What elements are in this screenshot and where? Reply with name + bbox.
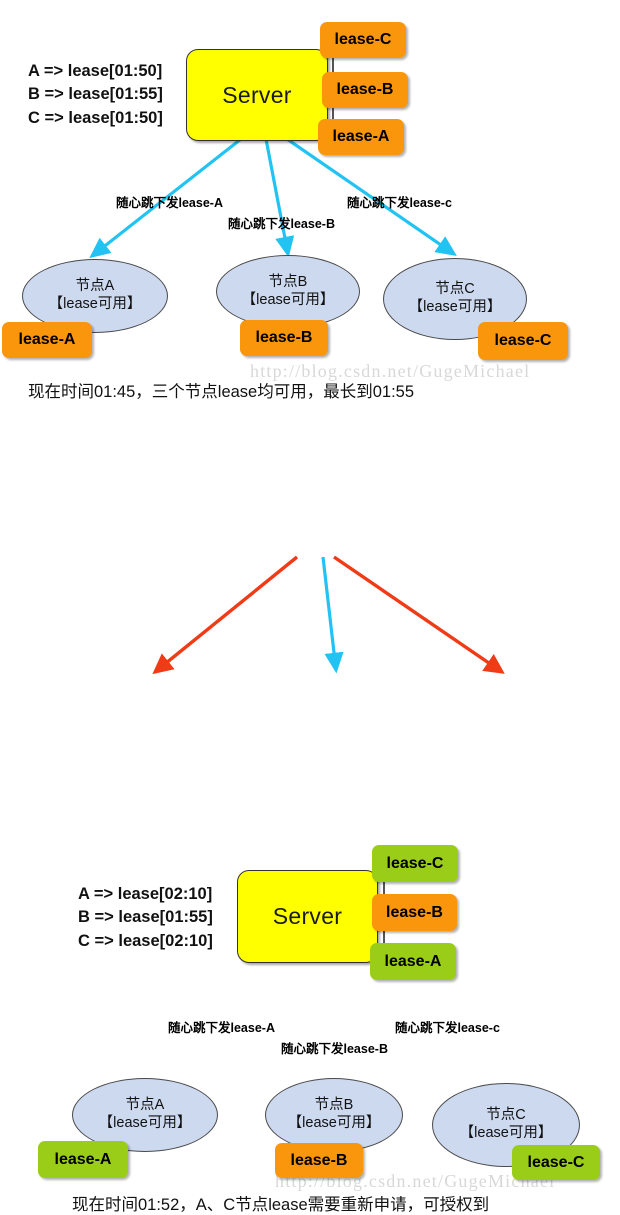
- node-c-title: 节点C: [435, 281, 475, 298]
- server-box[interactable]: Server: [237, 870, 378, 963]
- server-chip-lease-a[interactable]: lease-A: [370, 943, 456, 980]
- caption-1: 现在时间01:45，三个节点lease均可用，最长到01:55: [28, 383, 415, 401]
- node-c-title: 节点C: [486, 1107, 526, 1124]
- spec-line-c: C => lease[01:50]: [28, 108, 163, 127]
- edge-label-lease-a: 随心跳下发lease-A: [168, 1021, 275, 1035]
- node-b-chip[interactable]: lease-B: [275, 1143, 363, 1178]
- server-chip-lease-b[interactable]: lease-B: [372, 894, 457, 931]
- node-b-status: 【lease可用】: [287, 1115, 381, 1131]
- server-chip-lease-b[interactable]: lease-B: [322, 72, 408, 108]
- spec-line-b: B => lease[01:55]: [78, 908, 213, 927]
- node-c-status: 【lease可用】: [408, 299, 502, 315]
- edge-label-lease-b: 随心跳下发lease-B: [228, 217, 335, 231]
- node-a-status: 【lease可用】: [98, 1115, 192, 1131]
- node-b-title: 节点B: [314, 1097, 354, 1114]
- node-a-chip[interactable]: lease-A: [38, 1141, 128, 1178]
- server-label: Server: [272, 903, 343, 929]
- server-chip-lease-c-label: lease-C: [334, 31, 392, 48]
- spec-line-a: A => lease[02:10]: [78, 885, 213, 903]
- node-c-status: 【lease可用】: [459, 1125, 553, 1141]
- node-a-status: 【lease可用】: [48, 296, 142, 312]
- node-c-chip-label: lease-C: [527, 1153, 585, 1171]
- edge-label-lease-c: 随心跳下发lease-c: [395, 1021, 500, 1035]
- node-a-chip-label: lease-A: [18, 331, 76, 348]
- edge-label-lease-b: 随心跳下发lease-B: [281, 1042, 388, 1056]
- node-b[interactable]: 节点B 【lease可用】: [265, 1078, 403, 1152]
- node-a[interactable]: 节点A 【lease可用】: [22, 259, 168, 333]
- diagram1-arrows: [89, 137, 457, 259]
- server-chip-lease-a-label: lease-A: [332, 128, 390, 145]
- node-a-title: 节点A: [75, 278, 115, 295]
- node-b-status: 【lease可用】: [241, 291, 335, 308]
- node-b[interactable]: 节点B 【lease可用】: [216, 255, 360, 328]
- lease-diagram-before: A => lease[01:50] B => lease[01:55] C =>…: [0, 0, 620, 410]
- lease-spec-list: A => lease[01:50] B => lease[01:55] C =>…: [28, 60, 163, 130]
- diagram2-arrows: [152, 555, 505, 675]
- spec-line-c: C => lease[02:10]: [78, 931, 213, 950]
- server-chip-lease-c[interactable]: lease-C: [372, 845, 458, 882]
- edge-label-lease-c: 随心跳下发lease-c: [347, 196, 452, 210]
- arrow-server-to-nodeA: [152, 555, 299, 675]
- edge-label-lease-a: 随心跳下发lease-A: [116, 196, 223, 210]
- node-c-chip-label: lease-C: [494, 332, 552, 349]
- server-chip-lease-a-label: lease-A: [384, 952, 442, 970]
- arrow-server-to-nodeC: [333, 555, 505, 674]
- node-c-chip[interactable]: lease-C: [512, 1145, 600, 1180]
- node-b-chip-label: lease-B: [255, 329, 313, 346]
- node-b-title: 节点B: [268, 273, 308, 290]
- server-chip-lease-b-label: lease-B: [386, 903, 443, 921]
- server-box[interactable]: Server: [186, 49, 328, 141]
- node-c-chip[interactable]: lease-C: [478, 322, 568, 360]
- spec-line-b: B => lease[01:55]: [28, 85, 163, 104]
- spec-line-a: A => lease[01:50]: [28, 62, 163, 80]
- node-b-chip-label: lease-B: [290, 1151, 348, 1169]
- server-chip-lease-c-label: lease-C: [386, 854, 444, 872]
- node-a-chip-label: lease-A: [54, 1150, 112, 1168]
- node-b-chip[interactable]: lease-B: [240, 320, 328, 356]
- node-a-chip[interactable]: lease-A: [2, 322, 92, 358]
- caption-2: 现在时间01:52，A、C节点lease需要重新申请，可授权到: [72, 1196, 490, 1214]
- server-label: Server: [222, 81, 292, 108]
- arrow-server-to-nodeB: [264, 138, 295, 258]
- arrow-server-to-nodeA: [89, 137, 242, 259]
- arrow-server-to-nodeB: [321, 556, 344, 674]
- server-chip-lease-b-label: lease-B: [336, 81, 394, 98]
- lease-diagram-after: A => lease[02:10] B => lease[01:55] C =>…: [0, 410, 620, 1214]
- server-chip-lease-c[interactable]: lease-C: [320, 22, 406, 58]
- server-chip-lease-a[interactable]: lease-A: [318, 119, 404, 155]
- lease-spec-list: A => lease[02:10] B => lease[01:55] C =>…: [78, 883, 213, 953]
- arrow-server-to-nodeC: [286, 137, 457, 256]
- node-a-title: 节点A: [125, 1097, 165, 1114]
